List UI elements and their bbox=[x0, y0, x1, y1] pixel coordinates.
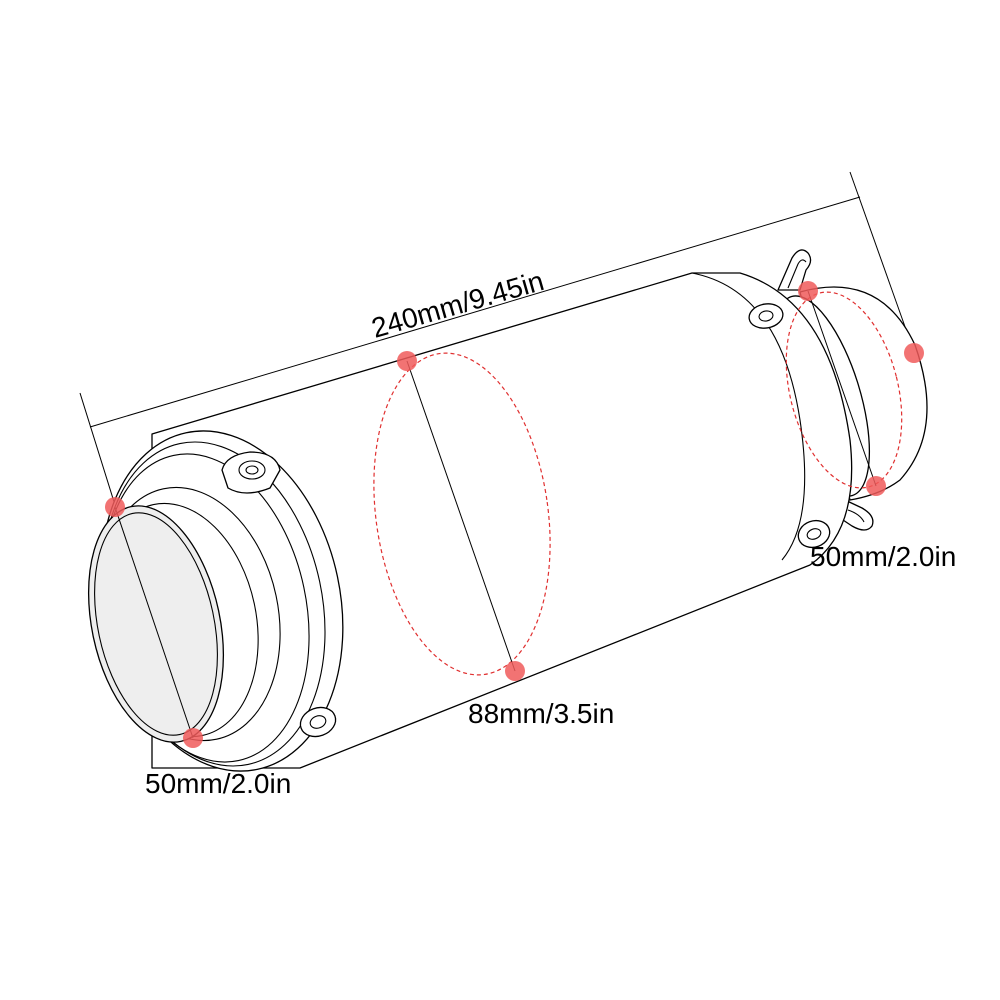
hanger-top bbox=[777, 249, 812, 291]
red-dot-icon bbox=[866, 476, 886, 496]
bolt-hole-icon bbox=[221, 451, 281, 494]
red-dot-icon bbox=[904, 343, 924, 363]
bolt-hole-icon bbox=[299, 706, 337, 738]
red-dot-icon bbox=[183, 728, 203, 748]
length-dimension bbox=[79, 171, 915, 506]
body-diameter-ring bbox=[373, 352, 551, 676]
red-dot-icon bbox=[105, 497, 125, 517]
red-dot-icon bbox=[505, 661, 525, 681]
inlet-opening bbox=[87, 505, 225, 743]
bolt-hole-icon bbox=[748, 303, 784, 329]
red-dot-icon bbox=[397, 351, 417, 371]
red-dot-icon bbox=[798, 281, 818, 301]
length-dimension-line bbox=[89, 196, 861, 428]
length-extension-right bbox=[849, 171, 915, 353]
inlet-lens bbox=[87, 505, 225, 743]
body-diameter-line bbox=[406, 360, 516, 672]
inlet-diameter-line bbox=[114, 506, 194, 739]
body-diameter-label: 88mm/3.5in bbox=[468, 698, 614, 729]
bolt-hole-icon bbox=[797, 519, 831, 549]
outlet-diameter-line bbox=[807, 290, 877, 487]
hanger-bottom bbox=[839, 499, 874, 531]
marker-dots bbox=[105, 281, 924, 748]
length-extension-left bbox=[79, 392, 116, 506]
outlet-diameter-ring bbox=[785, 291, 903, 489]
outlet-diameter-label: 50mm/2.0in bbox=[810, 541, 956, 572]
inlet-diameter-label: 50mm/2.0in bbox=[145, 768, 291, 799]
